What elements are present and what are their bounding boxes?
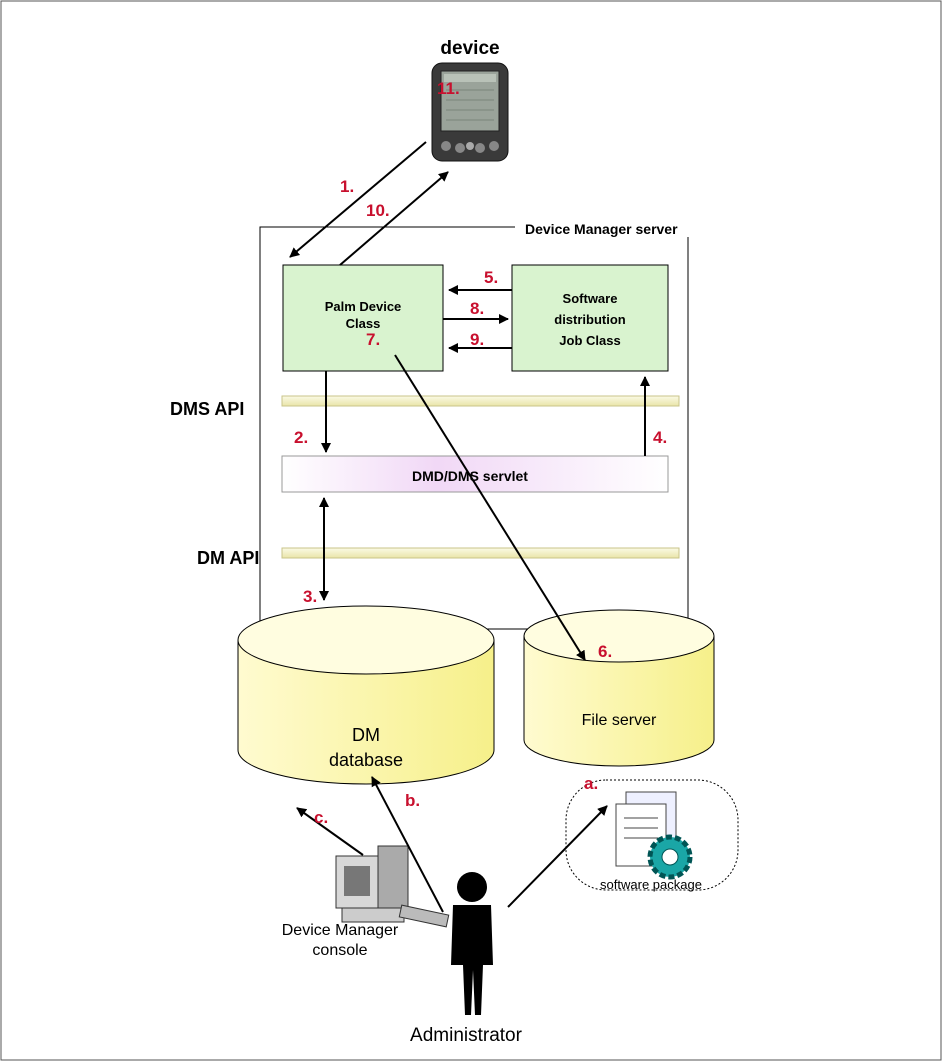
server-label: Device Manager server — [525, 221, 678, 237]
step-7: 7. — [366, 330, 380, 349]
computer-console-icon — [335, 845, 450, 928]
swdist-label-3: Job Class — [559, 333, 620, 348]
palm-class-label-1: Palm Device — [325, 299, 402, 314]
step-c: c. — [314, 808, 328, 827]
file-server-cylinder — [523, 609, 715, 767]
arrow-1 — [289, 141, 427, 258]
palm-device-class-box — [282, 264, 444, 372]
arrow-b — [371, 776, 444, 913]
db-label-2: database — [329, 750, 403, 770]
step-2: 2. — [294, 428, 308, 447]
arrow-c — [296, 807, 364, 856]
palm-class-label-2: Class — [346, 316, 381, 331]
file-server-label: File server — [582, 712, 657, 729]
step-1: 1. — [340, 177, 354, 196]
step-3: 3. — [303, 587, 317, 606]
step-4: 4. — [653, 428, 667, 447]
dm-api-label: DM API — [197, 548, 259, 568]
db-label-1: DM — [352, 725, 380, 745]
step-6: 6. — [598, 642, 612, 661]
console-label-1: Device Manager — [282, 922, 399, 939]
dmd-dms-servlet-bar — [281, 455, 669, 493]
swdist-label-2: distribution — [554, 312, 626, 327]
device-label: device — [440, 38, 499, 59]
step-b: b. — [405, 791, 420, 810]
administrator-label: Administrator — [410, 1025, 523, 1046]
arrow-6 — [394, 354, 586, 661]
software-package-label: software package — [600, 877, 702, 892]
administrator-icon — [451, 872, 493, 1015]
step-10: 10. — [366, 201, 390, 220]
swdist-label-1: Software — [563, 291, 618, 306]
step-11: 11. — [437, 79, 460, 98]
step-a: a. — [584, 774, 598, 793]
step-5: 5. — [484, 268, 498, 287]
step-8: 8. — [470, 299, 484, 318]
console-label-2: console — [312, 942, 367, 959]
arrow-10 — [339, 171, 449, 266]
dm-api-bar — [281, 547, 680, 559]
dm-database-cylinder — [237, 605, 495, 785]
software-package-cloud — [565, 779, 739, 891]
palm-device-icon — [431, 62, 509, 162]
dms-api-bar — [281, 395, 680, 407]
step-9: 9. — [470, 330, 484, 349]
software-distribution-job-class-box — [511, 264, 669, 372]
dms-api-label: DMS API — [170, 399, 244, 419]
arrow-a — [507, 805, 608, 908]
gear-icon — [647, 834, 693, 880]
